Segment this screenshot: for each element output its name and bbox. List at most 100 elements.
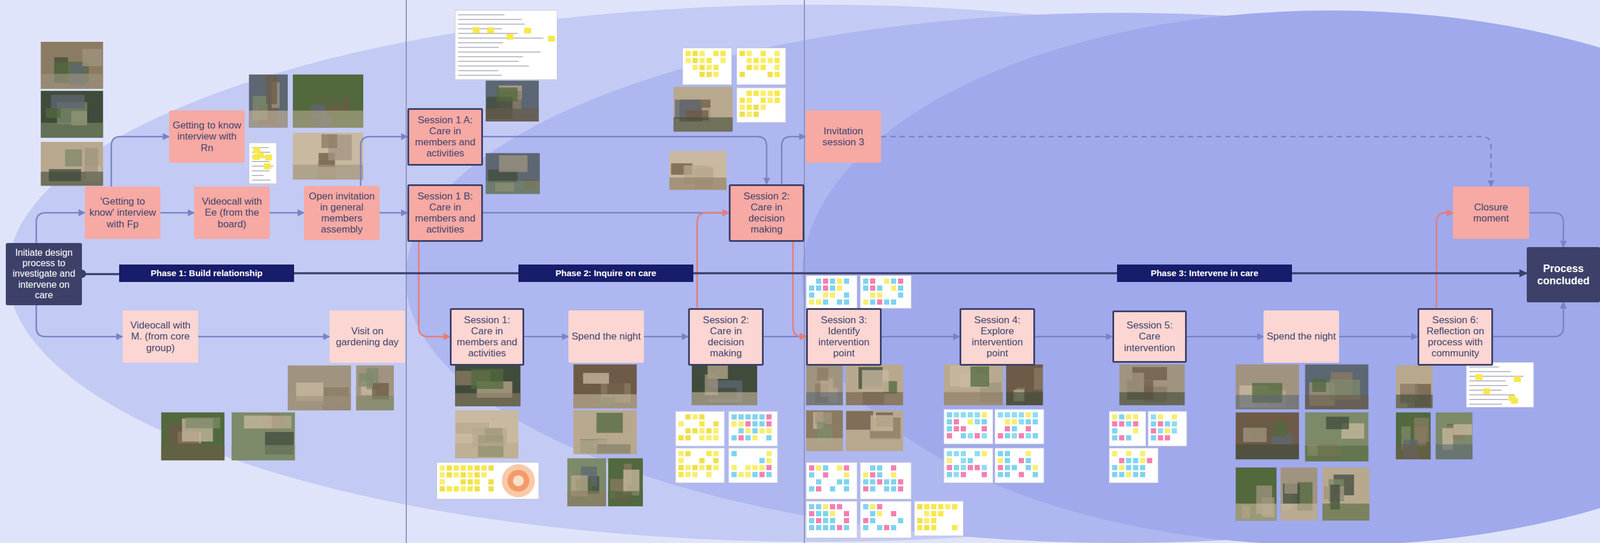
sticky-note bbox=[706, 464, 712, 471]
worksheet bbox=[675, 411, 725, 447]
sheet-line bbox=[251, 160, 270, 163]
sticky-note bbox=[924, 524, 930, 531]
sticky-note bbox=[809, 285, 815, 291]
node-text: Phase 2: Inquire on care bbox=[555, 268, 657, 279]
photo-frame bbox=[806, 410, 843, 451]
sticky-note bbox=[1118, 471, 1125, 478]
sticky-note bbox=[967, 412, 973, 418]
photo-detail bbox=[1033, 367, 1043, 390]
sticky-note bbox=[822, 471, 829, 478]
sticky-note bbox=[863, 524, 869, 531]
sticky-note bbox=[815, 299, 822, 305]
activity-box: Getting to know interview with Rn bbox=[169, 110, 245, 163]
sticky-note bbox=[967, 419, 973, 425]
photo-frame bbox=[806, 364, 843, 406]
photo bbox=[573, 364, 637, 408]
photo-detail bbox=[567, 490, 607, 506]
sticky-note bbox=[1032, 432, 1038, 439]
sticky-note bbox=[766, 435, 772, 441]
photo bbox=[1396, 412, 1431, 460]
sticky-note bbox=[890, 478, 897, 485]
sticky-note bbox=[1150, 414, 1156, 420]
sticky-note bbox=[731, 414, 737, 420]
sticky-note bbox=[1111, 471, 1118, 478]
photo-frame bbox=[567, 457, 607, 507]
sticky-note bbox=[739, 111, 746, 117]
sheet-line bbox=[1469, 394, 1516, 396]
sticky-note bbox=[720, 58, 726, 64]
sticky-note bbox=[960, 464, 966, 471]
phase-ellipse bbox=[802, 10, 1600, 543]
sticky-note bbox=[917, 503, 923, 510]
photo-detail bbox=[846, 392, 904, 406]
node-text: Session 6: Reflection on process with co… bbox=[1422, 314, 1489, 360]
sticky-note bbox=[1111, 428, 1118, 434]
sticky-note bbox=[706, 471, 712, 478]
sticky-note bbox=[439, 478, 445, 485]
sticky-note bbox=[766, 471, 772, 478]
sticky-note bbox=[1032, 412, 1038, 418]
worksheet bbox=[728, 448, 778, 483]
sticky-note bbox=[739, 97, 746, 103]
sheet-line bbox=[1469, 399, 1509, 401]
activity-box: Videocall with M. (from core group) bbox=[122, 310, 199, 363]
sticky-note bbox=[870, 517, 876, 524]
sticky-note bbox=[924, 503, 930, 510]
sticky-note bbox=[997, 464, 1004, 471]
sticky-note bbox=[1475, 374, 1483, 381]
sticky-note bbox=[877, 299, 883, 305]
photo-frame bbox=[1305, 364, 1369, 410]
node-text: Session 3: Identify intervention point bbox=[810, 314, 878, 360]
photo bbox=[1396, 365, 1433, 409]
sticky-note bbox=[1111, 435, 1118, 441]
photo-detail bbox=[65, 149, 82, 167]
sticky-note bbox=[731, 435, 737, 441]
sticky-note bbox=[870, 285, 876, 291]
photo bbox=[40, 90, 103, 138]
sheet bbox=[860, 275, 912, 309]
flow-arrow bbox=[1436, 212, 1454, 309]
sticky-note bbox=[699, 464, 705, 471]
photo-frame bbox=[1435, 412, 1473, 460]
flow-arrow bbox=[881, 335, 960, 338]
sticky-note bbox=[706, 450, 712, 457]
sticky-note bbox=[746, 104, 753, 110]
sheet bbox=[682, 48, 732, 85]
photo-frame bbox=[573, 410, 637, 454]
sticky-note bbox=[815, 278, 822, 284]
photo-frame bbox=[231, 412, 296, 461]
sticky-note bbox=[731, 464, 737, 471]
sticky-note bbox=[753, 65, 760, 71]
sticky-note bbox=[843, 299, 850, 305]
phase-divider bbox=[803, 0, 805, 543]
phase-divider bbox=[405, 0, 407, 543]
worksheet bbox=[436, 462, 539, 499]
sticky-note bbox=[829, 292, 836, 298]
sticky-note bbox=[870, 485, 876, 492]
worksheet bbox=[994, 409, 1044, 445]
photo-frame bbox=[669, 151, 727, 191]
photo-detail bbox=[1284, 478, 1298, 494]
circle-chart bbox=[507, 469, 530, 492]
worksheet bbox=[914, 500, 964, 536]
sticky-note bbox=[760, 104, 767, 110]
flow-arrow bbox=[482, 212, 729, 214]
activity-box: Open invitation in general members assem… bbox=[303, 185, 380, 241]
photo-detail bbox=[455, 392, 521, 406]
sticky-note bbox=[981, 412, 987, 418]
sticky-note bbox=[474, 464, 480, 471]
sticky-note bbox=[746, 65, 753, 71]
photo bbox=[1119, 364, 1185, 406]
photo-detail bbox=[321, 134, 338, 149]
sticky-note bbox=[877, 464, 883, 471]
node-text: Session 1 B: Care in members and activit… bbox=[412, 190, 479, 236]
sticky-note bbox=[1118, 414, 1125, 420]
photo-detail bbox=[471, 368, 504, 389]
photo-detail bbox=[1006, 392, 1043, 406]
sticky-note bbox=[938, 503, 944, 510]
photo-detail bbox=[943, 392, 1004, 406]
photo-detail bbox=[40, 122, 103, 138]
photo-frame bbox=[1305, 412, 1369, 461]
node-text: Session 1: Care in members and activitie… bbox=[454, 314, 520, 360]
sticky-note bbox=[997, 432, 1004, 439]
